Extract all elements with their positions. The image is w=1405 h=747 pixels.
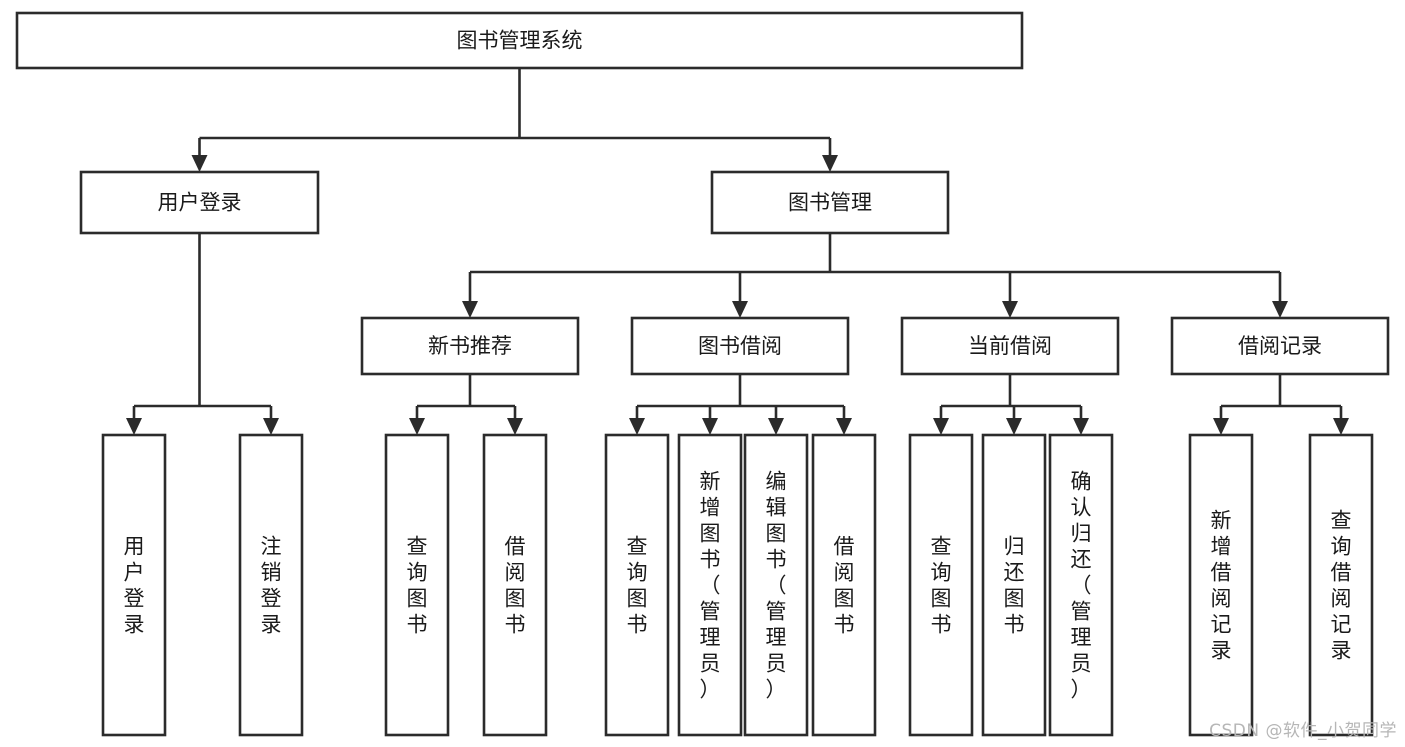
leaf-leaf-add-record-box[interactable] — [1188, 433, 1254, 737]
csdn-watermark: CSDN @软件_小贺同学 — [1209, 721, 1397, 741]
arrow-to-leaf-edit-book — [768, 418, 784, 435]
arrow-to-leaf-logout — [263, 418, 279, 435]
arrow-to-new-book-rec — [462, 301, 478, 318]
arrow-to-leaf-user-login — [126, 418, 142, 435]
node-current-borrow-label: 当前借阅 — [968, 334, 1052, 358]
node-current-borrow-box[interactable] — [900, 316, 1120, 376]
node-book-manage-label: 图书管理 — [788, 191, 872, 215]
leaf-leaf-add-book-label: 新增图书（管理员） — [700, 469, 721, 701]
node-user-login-box[interactable] — [79, 170, 320, 235]
leaf-leaf-query-book-2-label: 查询图书 — [627, 534, 648, 636]
leaf-leaf-user-login-box[interactable] — [101, 433, 167, 737]
leaf-leaf-borrow-book-2-label: 借阅图书 — [834, 534, 855, 636]
node-root[interactable]: 图书管理系统 — [15, 11, 1024, 70]
leaf-leaf-add-record-label: 新增借阅记录 — [1211, 508, 1232, 662]
leaf-leaf-query-book-2-box[interactable] — [604, 433, 670, 737]
leaf-leaf-borrow-book-1-label: 借阅图书 — [505, 534, 526, 636]
arrow-to-book-borrow — [732, 301, 748, 318]
leaf-leaf-borrow-book-2[interactable]: 借阅图书 — [811, 433, 877, 737]
leaf-leaf-confirm-return[interactable]: 确认归还（管理员） — [1048, 433, 1114, 737]
leaf-leaf-add-book-box[interactable] — [677, 433, 743, 737]
leaf-leaf-confirm-return-box[interactable] — [1048, 433, 1114, 737]
leaf-leaf-edit-book-label: 编辑图书（管理员） — [766, 469, 787, 701]
leaf-leaf-return-book-label: 归还图书 — [1004, 534, 1025, 636]
connector-layer — [126, 68, 1349, 435]
arrow-to-leaf-query-book-1 — [409, 418, 425, 435]
node-layer: 图书管理系统用户登录图书管理新书推荐图书借阅当前借阅借阅记录用户登录注销登录查询… — [15, 11, 1390, 737]
leaf-leaf-query-book-3[interactable]: 查询图书 — [908, 433, 974, 737]
leaf-leaf-logout[interactable]: 注销登录 — [238, 433, 304, 737]
arrow-to-leaf-add-record — [1213, 418, 1229, 435]
leaf-leaf-query-record-label: 查询借阅记录 — [1331, 508, 1352, 662]
node-new-book-rec-label: 新书推荐 — [428, 334, 512, 358]
leaf-leaf-query-book-3-label: 查询图书 — [931, 534, 952, 636]
node-user-login[interactable]: 用户登录 — [79, 170, 320, 235]
arrow-to-user-login — [191, 155, 208, 172]
node-book-manage-box[interactable] — [710, 170, 950, 235]
leaf-leaf-query-book-1-box[interactable] — [384, 433, 450, 737]
leaf-leaf-logout-label: 注销登录 — [261, 534, 282, 636]
node-root-box[interactable] — [15, 11, 1024, 70]
arrow-to-current-borrow — [1002, 301, 1018, 318]
arrow-to-leaf-borrow-book-2 — [836, 418, 852, 435]
node-current-borrow[interactable]: 当前借阅 — [900, 316, 1120, 376]
node-new-book-rec[interactable]: 新书推荐 — [360, 316, 580, 376]
leaf-leaf-edit-book[interactable]: 编辑图书（管理员） — [743, 433, 809, 737]
arrow-to-leaf-return-book — [1006, 418, 1022, 435]
arrow-to-book-manage — [822, 155, 838, 172]
arrow-to-leaf-query-book-2 — [629, 418, 645, 435]
leaf-leaf-return-book-box[interactable] — [981, 433, 1047, 737]
node-borrow-record-box[interactable] — [1170, 316, 1390, 376]
node-new-book-rec-box[interactable] — [360, 316, 580, 376]
leaf-leaf-borrow-book-1[interactable]: 借阅图书 — [482, 433, 548, 737]
arrow-to-borrow-record — [1272, 301, 1288, 318]
arrow-to-leaf-borrow-book-1 — [507, 418, 523, 435]
arrow-to-leaf-query-book-3 — [933, 418, 949, 435]
leaf-leaf-query-record-box[interactable] — [1308, 433, 1374, 737]
leaf-leaf-query-record[interactable]: 查询借阅记录 — [1308, 433, 1374, 737]
node-borrow-record[interactable]: 借阅记录 — [1170, 316, 1390, 376]
leaf-leaf-add-record[interactable]: 新增借阅记录 — [1188, 433, 1254, 737]
node-book-borrow-label: 图书借阅 — [698, 334, 782, 358]
arrow-to-leaf-add-book — [702, 418, 718, 435]
leaf-leaf-user-login[interactable]: 用户登录 — [101, 433, 167, 737]
leaf-leaf-add-book[interactable]: 新增图书（管理员） — [677, 433, 743, 737]
node-borrow-record-label: 借阅记录 — [1238, 334, 1322, 358]
leaf-leaf-query-book-1[interactable]: 查询图书 — [384, 433, 450, 737]
leaf-leaf-confirm-return-label: 确认归还（管理员） — [1071, 469, 1092, 701]
leaf-leaf-return-book[interactable]: 归还图书 — [981, 433, 1047, 737]
arrow-to-leaf-confirm-return — [1073, 418, 1089, 435]
leaf-leaf-query-book-1-label: 查询图书 — [407, 534, 428, 636]
leaf-leaf-query-book-2[interactable]: 查询图书 — [604, 433, 670, 737]
leaf-leaf-borrow-book-1-box[interactable] — [482, 433, 548, 737]
leaf-leaf-logout-box[interactable] — [238, 433, 304, 737]
leaf-leaf-borrow-book-2-box[interactable] — [811, 433, 877, 737]
node-book-borrow-box[interactable] — [630, 316, 850, 376]
arrow-to-leaf-query-record — [1333, 418, 1349, 435]
node-user-login-label: 用户登录 — [158, 191, 242, 215]
node-book-borrow[interactable]: 图书借阅 — [630, 316, 850, 376]
leaf-leaf-query-book-3-box[interactable] — [908, 433, 974, 737]
node-book-manage[interactable]: 图书管理 — [710, 170, 950, 235]
leaf-leaf-edit-book-box[interactable] — [743, 433, 809, 737]
leaf-leaf-user-login-label: 用户登录 — [124, 534, 145, 636]
node-root-label: 图书管理系统 — [457, 29, 583, 53]
